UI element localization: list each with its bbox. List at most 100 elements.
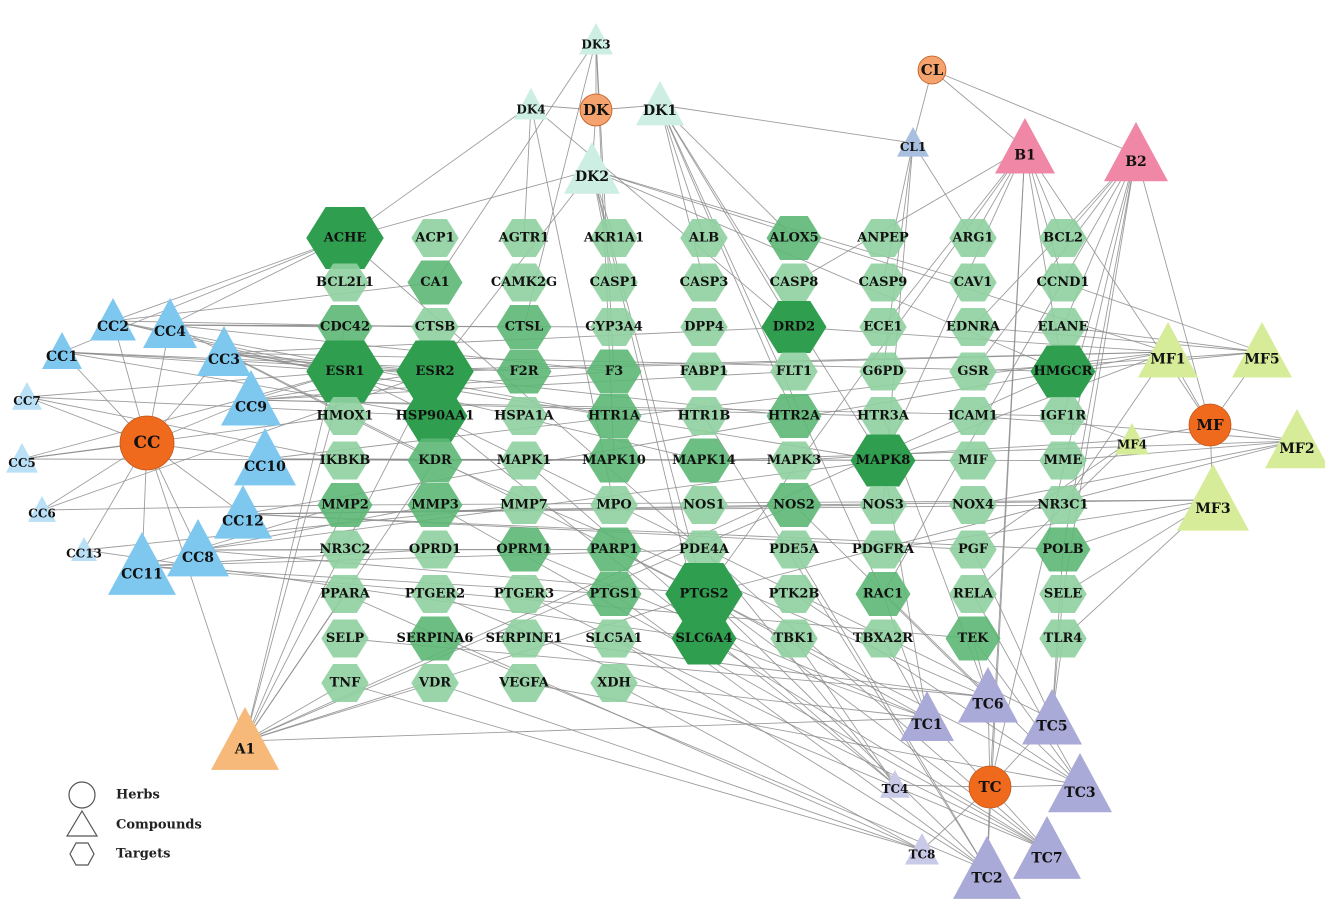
target-node-ptger3[interactable]: PTGER3 [494, 575, 554, 613]
target-node-g6pd[interactable]: G6PD [859, 352, 907, 391]
compound-node-a1[interactable]: A1 [211, 707, 279, 770]
target-node-xdh[interactable]: XDH [590, 664, 638, 702]
target-node-tlr4[interactable]: TLR4 [1039, 619, 1087, 658]
target-node-fabp1[interactable]: FABP1 [680, 352, 728, 391]
target-node-casp1[interactable]: CASP1 [590, 263, 639, 302]
herb-node-mf[interactable]: MF [1188, 403, 1232, 447]
target-node-ca1[interactable]: CA1 [407, 260, 463, 305]
target-node-camk2g[interactable]: CAMK2G [491, 263, 557, 302]
compound-node-dk4[interactable]: DK4 [514, 88, 548, 120]
target-node-dpp4[interactable]: DPP4 [680, 308, 728, 346]
target-node-icam1[interactable]: ICAM1 [948, 397, 998, 435]
compound-node-mf5[interactable]: MF5 [1232, 322, 1292, 378]
target-node-ednra[interactable]: EDNRA [946, 308, 1001, 346]
target-node-serpina6[interactable]: SERPINA6 [397, 616, 474, 661]
target-node-mapk14[interactable]: MAPK14 [672, 438, 736, 483]
compound-node-cc6[interactable]: CC6 [28, 496, 56, 522]
target-node-mmp7[interactable]: MMP7 [500, 486, 548, 524]
target-node-parp1[interactable]: PARP1 [586, 527, 642, 572]
target-node-ptk2b[interactable]: PTK2B [769, 575, 820, 613]
target-node-tnf[interactable]: TNF [321, 664, 369, 702]
target-node-serpine1[interactable]: SERPINE1 [486, 619, 563, 658]
target-node-f2r[interactable]: F2R [496, 349, 552, 394]
herb-node-tc[interactable]: TC [968, 765, 1012, 809]
target-node-htr2a[interactable]: HTR2A [766, 394, 822, 438]
target-node-selp[interactable]: SELP [321, 619, 369, 658]
target-node-ptgs2[interactable]: PTGS2 [665, 563, 743, 625]
compound-node-mf2[interactable]: MF2 [1265, 409, 1325, 469]
target-node-vdr[interactable]: VDR [411, 664, 459, 702]
compound-node-tc7[interactable]: TC7 [1013, 816, 1081, 879]
target-node-mmp2[interactable]: MMP2 [317, 483, 373, 527]
target-node-ptgs1[interactable]: PTGS1 [586, 572, 642, 616]
target-node-htr1b[interactable]: HTR1B [678, 397, 731, 435]
target-node-nos1[interactable]: NOS1 [680, 486, 728, 524]
target-node-mapk1[interactable]: MAPK1 [497, 441, 552, 480]
target-node-mapk8[interactable]: MAPK8 [850, 434, 916, 487]
compound-node-dk2[interactable]: DK2 [564, 142, 620, 194]
target-node-tbk1[interactable]: TBK1 [770, 619, 818, 658]
target-node-cdc42[interactable]: CDC42 [317, 305, 373, 349]
target-node-pgf[interactable]: PGF [949, 530, 997, 569]
target-node-cav1[interactable]: CAV1 [949, 263, 997, 302]
compound-node-cc7[interactable]: CC7 [12, 382, 42, 410]
target-node-drd2[interactable]: DRD2 [761, 301, 827, 353]
target-node-ikbkb[interactable]: IKBKB [320, 441, 371, 480]
target-node-akr1a1[interactable]: AKR1A1 [583, 219, 644, 257]
compound-node-tc8[interactable]: TC8 [905, 833, 939, 865]
compound-node-dk3[interactable]: DK3 [579, 23, 613, 55]
target-node-bcl2l1[interactable]: BCL2L1 [316, 263, 374, 302]
target-node-casp8[interactable]: CASP8 [770, 263, 819, 302]
target-node-arg1[interactable]: ARG1 [949, 219, 997, 257]
target-node-esr2[interactable]: ESR2 [396, 340, 474, 403]
target-node-nr3c1[interactable]: NR3C1 [1037, 486, 1089, 524]
target-node-mapk10[interactable]: MAPK10 [582, 438, 646, 483]
target-node-tek[interactable]: TEK [945, 616, 1001, 661]
target-node-ctsl[interactable]: CTSL [496, 305, 552, 349]
target-node-ppara[interactable]: PPARA [320, 575, 371, 613]
target-node-bcl2[interactable]: BCL2 [1039, 219, 1087, 257]
target-node-cyp3a4[interactable]: CYP3A4 [585, 308, 643, 346]
target-node-mme[interactable]: MME [1039, 441, 1087, 480]
target-node-hspa1a[interactable]: HSPA1A [494, 397, 555, 435]
target-node-ptger2[interactable]: PTGER2 [405, 575, 465, 613]
target-node-mmp3[interactable]: MMP3 [407, 483, 463, 527]
target-node-htr1a[interactable]: HTR1A [586, 394, 642, 438]
target-node-pde4a[interactable]: PDE4A [679, 530, 730, 569]
compound-node-mf4[interactable]: MF4 [1115, 423, 1149, 455]
target-node-ache[interactable]: ACHE [306, 207, 384, 269]
compound-node-cc3[interactable]: CC3 [197, 326, 251, 376]
target-node-gsr[interactable]: GSR [949, 352, 997, 391]
target-node-elane[interactable]: ELANE [1038, 308, 1089, 346]
compound-node-b1[interactable]: B1 [995, 118, 1055, 174]
target-node-agtr1[interactable]: AGTR1 [498, 219, 550, 257]
compound-node-cc2[interactable]: CC2 [90, 298, 136, 341]
target-node-esr1[interactable]: ESR1 [306, 340, 384, 403]
target-node-slc5a1[interactable]: SLC5A1 [585, 619, 643, 658]
target-node-alb[interactable]: ALB [680, 219, 728, 257]
compound-node-tc4[interactable]: TC4 [880, 770, 910, 798]
target-node-kdr[interactable]: KDR [407, 438, 463, 483]
target-node-vegfa[interactable]: VEGFA [498, 664, 550, 702]
compound-node-cc13[interactable]: CC13 [66, 537, 102, 562]
compound-node-tc1[interactable]: TC1 [900, 691, 954, 741]
herb-node-dk[interactable]: DK [579, 93, 613, 127]
target-node-oprd1[interactable]: OPRD1 [409, 530, 461, 569]
target-node-pde5a[interactable]: PDE5A [769, 530, 820, 569]
target-node-hmox1[interactable]: HMOX1 [317, 397, 374, 435]
target-node-mapk3[interactable]: MAPK3 [767, 441, 822, 480]
compound-node-cc9[interactable]: CC9 [221, 370, 281, 426]
compound-node-cc1[interactable]: CC1 [42, 332, 82, 369]
target-node-nos3[interactable]: NOS3 [859, 486, 907, 524]
compound-node-b2[interactable]: B2 [1104, 122, 1168, 182]
target-node-ece1[interactable]: ECE1 [859, 308, 907, 346]
target-node-ctsb[interactable]: CTSB [411, 308, 459, 346]
target-node-acp1[interactable]: ACP1 [411, 219, 459, 257]
target-node-f3[interactable]: F3 [586, 349, 642, 394]
compound-node-tc5[interactable]: TC5 [1022, 689, 1082, 745]
target-node-rela[interactable]: RELA [949, 575, 997, 613]
target-node-pdgfra[interactable]: PDGFRA [852, 530, 915, 569]
target-node-mif[interactable]: MIF [949, 441, 997, 480]
target-node-oprm1[interactable]: OPRM1 [496, 527, 552, 572]
compound-node-dk1[interactable]: DK1 [636, 81, 684, 126]
